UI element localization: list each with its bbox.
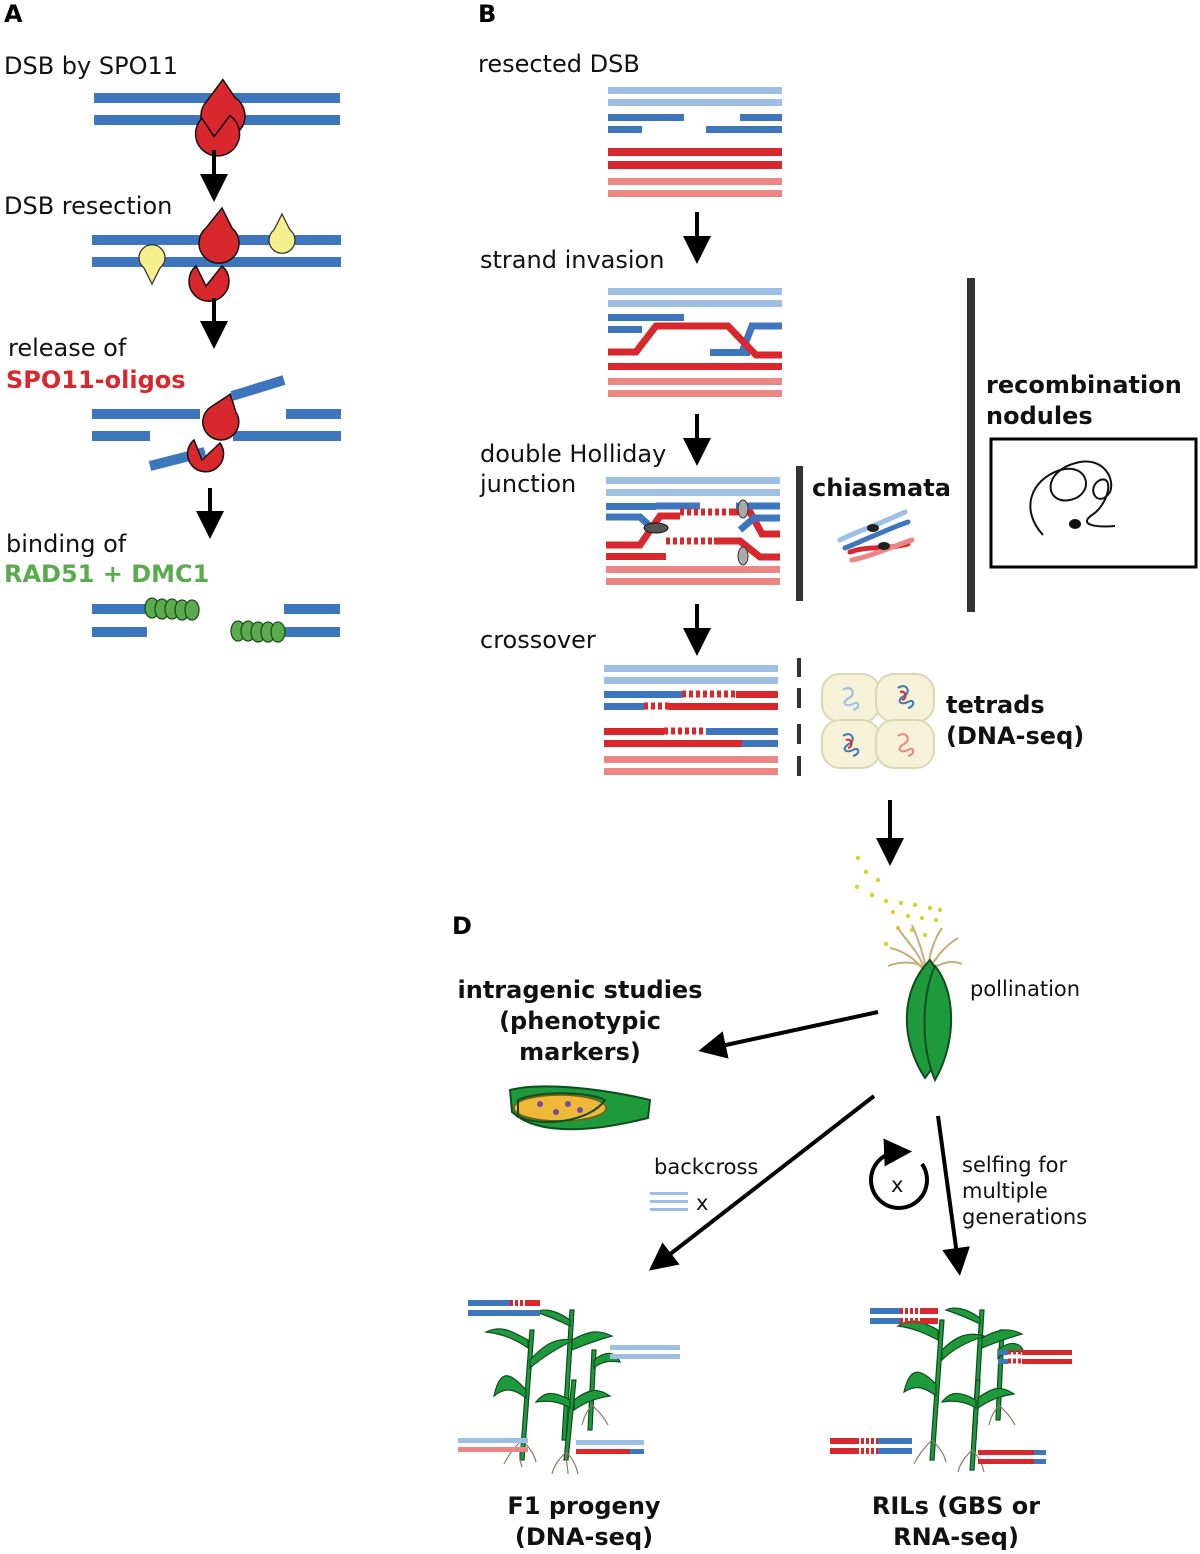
- panel-label-d: D: [452, 912, 472, 940]
- maize-plants-icon: [896, 1307, 1025, 1471]
- panel-b: resected DSB strand invasion: [478, 50, 1198, 776]
- b-crossover-dna: [604, 665, 778, 775]
- b-step3-label-line1: double Holliday: [480, 440, 666, 468]
- spo11-enzyme-icon: [188, 206, 240, 302]
- a-step2-label: DSB resection: [4, 192, 172, 220]
- chiasmata-label: chiasmata: [812, 474, 951, 502]
- d-arrow-to-f1: [648, 1094, 876, 1271]
- exonuclease-icon: [138, 212, 296, 286]
- f1-chromosome-markers: [458, 1300, 680, 1454]
- corn-cob-icon: [508, 1085, 652, 1131]
- roots: [913, 1404, 1016, 1473]
- chromosome-pair-icon: [837, 509, 915, 563]
- chiasmata-bracket: [796, 466, 803, 601]
- nodules-label-line2: nodules: [986, 402, 1093, 430]
- a-step3-label: release of: [8, 334, 127, 362]
- selfing-cycle-icon: x: [869, 1138, 930, 1210]
- intragenic-label-line3: markers): [519, 1038, 641, 1066]
- rils-label-line1: RILs (GBS or: [872, 1492, 1040, 1520]
- f1-label-line1: F1 progeny: [507, 1492, 660, 1520]
- backcross-label: backcross: [654, 1155, 758, 1179]
- a-step4-rad51-label: RAD51 + DMC1: [4, 560, 209, 588]
- nodules-label-line1: recombination: [986, 371, 1182, 399]
- a-step3-oligos-label: SPO11-oligos: [6, 366, 186, 394]
- rils-label-line2: RNA-seq): [893, 1523, 1019, 1551]
- b-strand-invasion-dna: [608, 288, 782, 397]
- a-step1-label: DSB by SPO11: [4, 52, 178, 80]
- panel-a: DSB by SPO11 DSB resection release of SP…: [4, 52, 341, 643]
- panel-c-box: [989, 437, 1198, 569]
- pollination-label: pollination: [970, 977, 1080, 1001]
- tetrads-label-line1: tetrads: [946, 691, 1045, 719]
- tetrad-cells-icon: [821, 673, 935, 769]
- spo11-enzyme-icon: [194, 78, 246, 157]
- f1-label-line2: (DNA-seq): [515, 1523, 653, 1551]
- d-arrow-to-intragenic: [698, 1010, 879, 1059]
- synaptonemal-complex-icon: [1029, 460, 1116, 536]
- selfing-label-line1: selfing for: [962, 1153, 1067, 1177]
- selfing-label-line3: generations: [962, 1205, 1087, 1229]
- nodules-bracket: [967, 278, 975, 612]
- a-step4-dna: [92, 604, 340, 637]
- b-resected-dsb-dna: [608, 87, 782, 197]
- b-step4-label: crossover: [480, 626, 596, 654]
- intragenic-label-line2: (phenotypic: [499, 1007, 661, 1035]
- spo11-enzyme-icon: [186, 392, 240, 473]
- b-step3-label-line2: junction: [479, 470, 576, 498]
- maize-tassel-icon: [887, 924, 963, 969]
- panel-label-b: B: [478, 0, 496, 28]
- ril-chromosome-markers: [830, 1308, 1072, 1464]
- b-step2-label: strand invasion: [480, 246, 664, 274]
- tetrads-label-line2: (DNA-seq): [946, 722, 1084, 750]
- b-step1-label: resected DSB: [478, 50, 640, 78]
- a-step4-label: binding of: [6, 530, 127, 558]
- d-arrow-to-rils: [936, 1115, 970, 1276]
- selfing-cross-symbol: x: [891, 1173, 903, 1197]
- maize-ear-icon: [905, 958, 953, 1083]
- b-double-holliday-dna: [606, 477, 780, 585]
- panel-label-a: A: [4, 0, 23, 28]
- intragenic-label-line1: intragenic studies: [458, 976, 703, 1004]
- maize-plants-icon: [483, 1309, 621, 1461]
- rad51-filament-icon: [144, 597, 286, 643]
- backcross-parent-dna: [650, 1192, 688, 1211]
- panel-d: pollination intragenic studies (phenotyp…: [458, 800, 1087, 1551]
- pollen-dots: [854, 855, 943, 947]
- selfing-label-line2: multiple: [962, 1179, 1048, 1203]
- backcross-cross-symbol: x: [696, 1191, 708, 1215]
